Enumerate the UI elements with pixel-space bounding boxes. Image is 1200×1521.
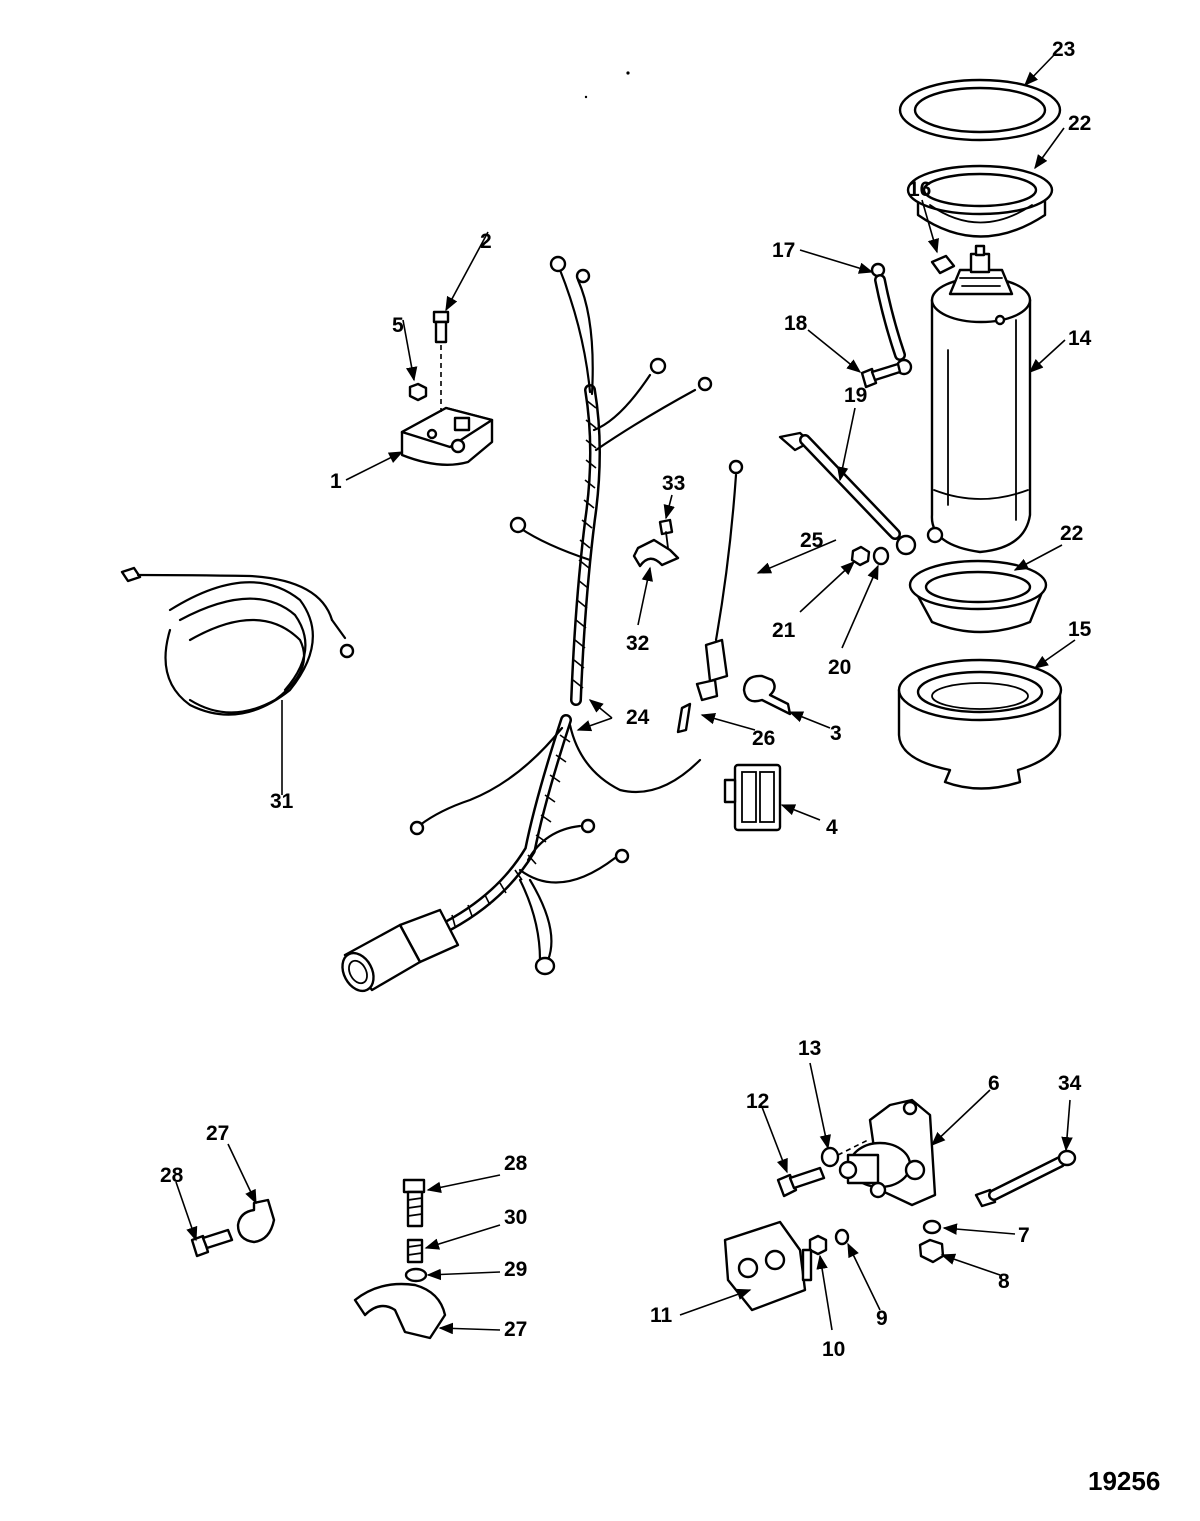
callout-32: 32 [626,632,649,655]
callout-27-left: 27 [206,1122,229,1145]
part-2-screw [432,310,450,412]
callout-7: 7 [1018,1224,1030,1247]
callout-34: 34 [1058,1072,1082,1095]
part-21-nut [850,545,871,567]
callout-31: 31 [270,790,294,813]
callout-17: 17 [772,239,795,262]
part-27-center-clamp [353,1282,447,1340]
callout-20: 20 [828,656,851,679]
callout-18: 18 [784,312,808,335]
callout-25: 25 [800,529,824,552]
part-20-washer [872,546,890,566]
part-5-nut [408,382,428,402]
part-8-nut [918,1238,945,1264]
part-33-screw [658,518,674,549]
callout-27-center: 27 [504,1318,527,1341]
part-22-bottom-end-cap [908,559,1048,634]
part-4-connector [723,763,782,832]
part-23-ring [898,78,1062,142]
part-18-bolt [860,362,902,389]
part-26-terminal [676,702,692,734]
callout-28-left: 28 [160,1164,184,1187]
part-32-clamp [632,538,680,568]
callout-12: 12 [746,1090,769,1113]
callout-11: 11 [650,1304,673,1327]
part-17-ground-strap [870,262,913,376]
figure-number: 19256 [1088,1466,1160,1496]
callout-33: 33 [662,472,685,495]
part-14-starter-motor [926,244,1032,554]
callout-6: 6 [988,1072,1000,1095]
part-22-top-end-cap [906,164,1054,238]
scan-dot [584,95,588,99]
callout-28-center: 28 [504,1152,528,1175]
part-16-square-nut [930,254,956,275]
part-1-rectifier [400,406,494,466]
callout-8: 8 [998,1270,1010,1293]
callout-14: 14 [1068,327,1092,350]
callout-22-bottom: 22 [1060,522,1083,545]
part-6-solenoid [838,1098,937,1207]
part-11-terminal-cover [723,1220,813,1312]
callout-26: 26 [752,727,775,750]
part-28-left-bolt [190,1228,234,1258]
part-25-wire [695,459,744,702]
callout-labels: 23 22 16 17 18 14 19 25 22 21 20 15 33 3… [160,38,1160,1496]
callout-5: 5 [392,314,404,337]
callout-10: 10 [822,1338,845,1361]
callout-4: 4 [826,816,838,839]
callout-9: 9 [876,1307,888,1330]
part-19-cable [778,431,917,556]
callout-3: 3 [830,722,842,745]
part-30-set-screw [406,1238,424,1264]
callout-2: 2 [480,230,492,253]
part-28-center-screw [402,1178,426,1228]
callout-22-top: 22 [1068,112,1091,135]
callout-30: 30 [504,1206,527,1229]
part-15-drive-housing [897,658,1063,790]
part-12-bolt [776,1166,826,1198]
scan-dot [626,71,630,75]
callout-24: 24 [626,706,650,729]
part-13-washer [820,1146,840,1168]
callout-19: 19 [844,384,867,407]
part-3-clip [742,674,792,716]
callout-29: 29 [504,1258,527,1281]
callout-16: 16 [908,178,931,201]
leader-lines [175,54,1076,1335]
part-34-lead [974,1149,1077,1208]
part-7-washer [922,1219,942,1235]
callout-15: 15 [1068,618,1092,641]
part-31-coiled-cable [120,566,355,716]
part-27-left-clamp [236,1198,276,1244]
callout-1: 1 [330,470,342,493]
callout-21: 21 [772,619,796,642]
part-9-washer [834,1228,850,1246]
callout-23: 23 [1052,38,1075,61]
part-10-nut [808,1234,828,1256]
part-24-wiring-harness [341,255,713,993]
callout-13: 13 [798,1037,821,1060]
part-29-washer [404,1267,428,1283]
